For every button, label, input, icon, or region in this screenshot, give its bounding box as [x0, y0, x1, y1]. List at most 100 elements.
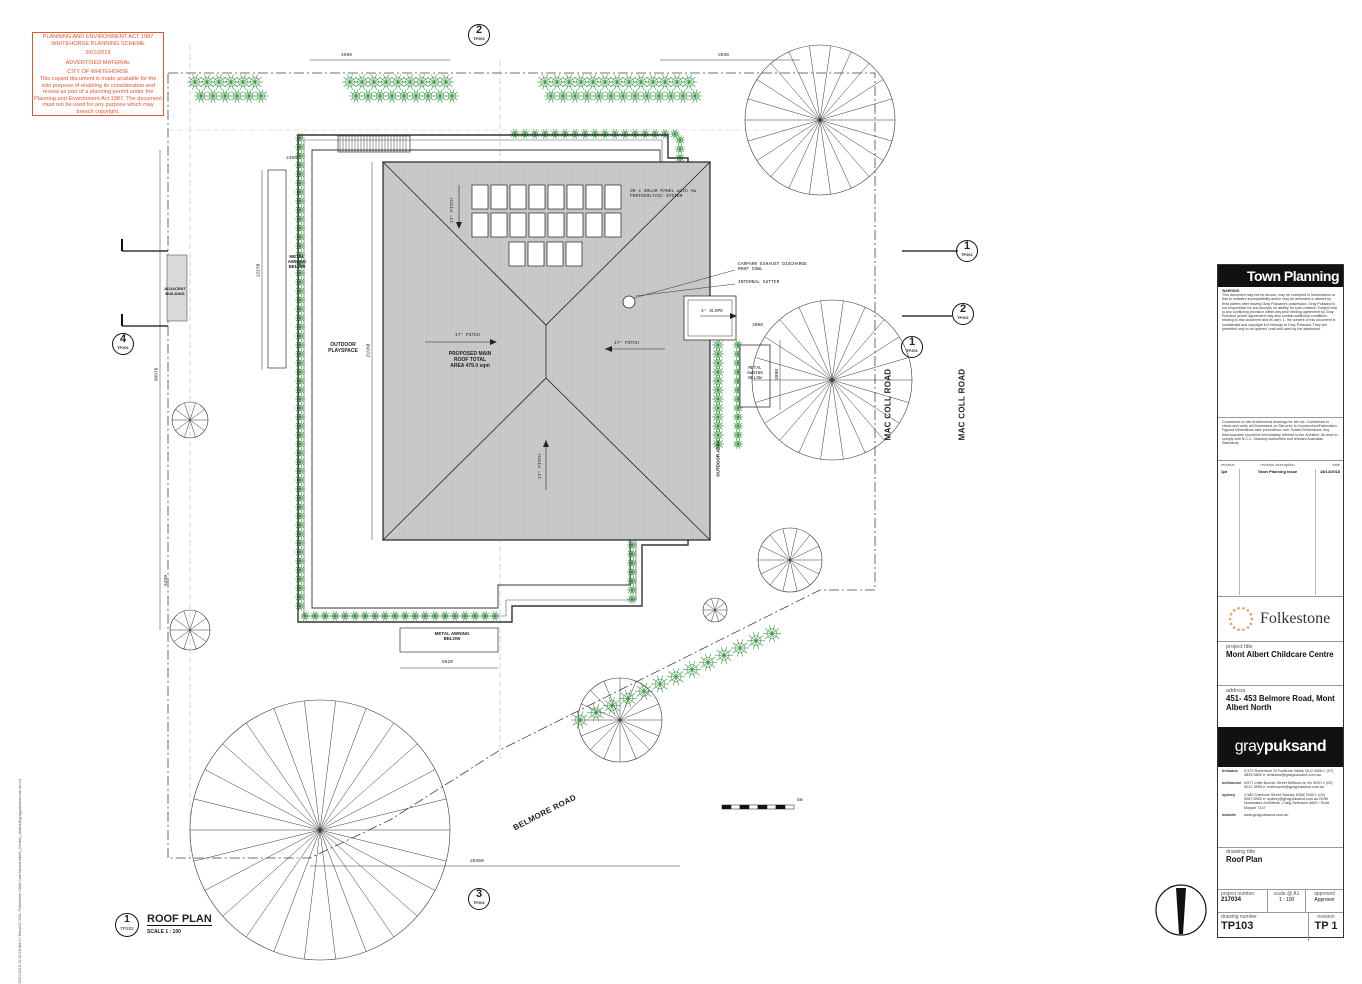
revision-label: revision: [1317, 914, 1335, 920]
shrub: [627, 567, 637, 577]
shrub: [603, 696, 621, 715]
project-title-label: project title: [1226, 644, 1253, 650]
shrub: [571, 711, 589, 729]
shrub: [712, 375, 724, 387]
solar-panel: [527, 241, 545, 267]
shrub: [295, 205, 305, 215]
tree-canopy: [744, 44, 896, 196]
warning-title: WARNING: [1222, 289, 1240, 293]
section-marker-right-b[interactable]: 1 TP201: [901, 336, 923, 358]
section-marker-bottom[interactable]: 3 TP201: [468, 888, 490, 910]
plan-ref-bubble: 1 TP202: [115, 913, 139, 937]
shrub: [295, 538, 305, 548]
scale-bar-segment: [757, 804, 768, 810]
project-number: 217034: [1221, 897, 1242, 903]
revision-col-date: date: [1332, 462, 1340, 467]
shrub: [295, 448, 305, 458]
shrub: [712, 357, 724, 369]
shrub: [675, 144, 685, 154]
firm-name-a: gray: [1234, 738, 1265, 755]
shrub: [295, 277, 305, 287]
address: 451- 453 Belmore Road, Mont Albert North: [1226, 694, 1335, 712]
section-marker-right-a[interactable]: 1 TP201: [956, 240, 978, 262]
scale-bar-segment: [730, 804, 741, 810]
shrub: [600, 129, 610, 139]
solar-panel: [509, 184, 527, 210]
dim-left-upper: 12270: [256, 263, 262, 278]
shrub: [652, 89, 666, 103]
logo-dot: [1237, 628, 1240, 632]
solar-panel-array: [471, 184, 622, 267]
tree-row-top: [187, 74, 702, 103]
outdoor-area-label: OUTDOOR AREA: [715, 440, 721, 477]
shrub: [295, 439, 305, 449]
shrub: [733, 430, 743, 440]
shrub: [295, 493, 305, 503]
tree-canopy: [577, 677, 663, 763]
solar-panel: [490, 212, 508, 238]
warning-section: WARNING This document may not be secure,…: [1218, 287, 1343, 417]
dim-left-lower: 5490: [164, 574, 170, 587]
logo-dot: [1237, 606, 1240, 610]
section-sheet: TP201: [957, 315, 969, 320]
solar-panel: [509, 212, 527, 238]
section-sheet: TP201: [906, 348, 918, 353]
north-arrow: [1155, 884, 1207, 936]
shrub: [573, 74, 589, 90]
shrub: [640, 89, 654, 103]
shrub: [712, 339, 724, 351]
shrub: [295, 241, 305, 251]
shrub: [627, 594, 637, 604]
revision-col-rev: revision: [1221, 462, 1235, 467]
shrub: [669, 74, 685, 90]
shrub: [295, 232, 305, 242]
shrub: [295, 376, 305, 386]
shrub: [295, 520, 305, 530]
property-boundary: [167, 72, 876, 859]
shrub: [616, 89, 630, 103]
dim-bottom: 28450: [470, 859, 484, 864]
client-name: Folkestone: [1260, 610, 1331, 627]
stair-top: [337, 135, 411, 153]
shrub: [550, 129, 560, 139]
shrub: [295, 430, 305, 440]
shrub: [295, 394, 305, 404]
section-marker-top[interactable]: 2 TP201: [468, 24, 490, 46]
solar-panel: [528, 184, 546, 210]
shrub: [556, 89, 570, 103]
shrub: [342, 74, 358, 90]
plan-ref-number: 1: [124, 914, 130, 925]
adjacent-building-label: ADJACENT BUILDING: [164, 286, 186, 296]
shrub: [633, 74, 649, 90]
shrub: [421, 89, 435, 103]
shrub: [254, 89, 268, 103]
revision-value: 1pt: [1221, 469, 1240, 595]
shrub: [604, 89, 618, 103]
shrub: [580, 129, 590, 139]
roof-plan-drawing: [121, 44, 1207, 961]
solar-panel: [565, 241, 583, 267]
section-number: 2: [475, 24, 483, 36]
shrub: [699, 653, 717, 672]
shrub: [295, 178, 305, 188]
shrub: [295, 313, 305, 323]
revision-cell: revision TP 1: [1309, 913, 1343, 941]
shrub: [651, 675, 669, 693]
shrub: [295, 583, 305, 593]
shrub: [295, 268, 305, 278]
roof-area-label: PROPOSED MAIN ROOF TOTAL AREA 479.0 sqm: [440, 351, 500, 369]
firm-name-b: puksand: [1263, 738, 1327, 755]
shrub: [295, 601, 305, 611]
section-marker-left[interactable]: 4 TP201: [112, 333, 134, 355]
pitch-west: 17° PITCH: [455, 333, 480, 338]
section-marker-right-c[interactable]: 2 TP201: [952, 303, 974, 325]
road-mac-coll-1: MAC COLL ROAD: [883, 368, 893, 441]
scale-bar-segment: [766, 804, 777, 810]
shrub: [295, 358, 305, 368]
shrub: [763, 624, 781, 643]
gutter-note: INTERNAL GUTTER: [738, 280, 780, 285]
existing-trees: [169, 44, 913, 961]
drawing-title-section: drawing title Roof Plan: [1218, 847, 1343, 889]
shrub: [712, 384, 724, 396]
